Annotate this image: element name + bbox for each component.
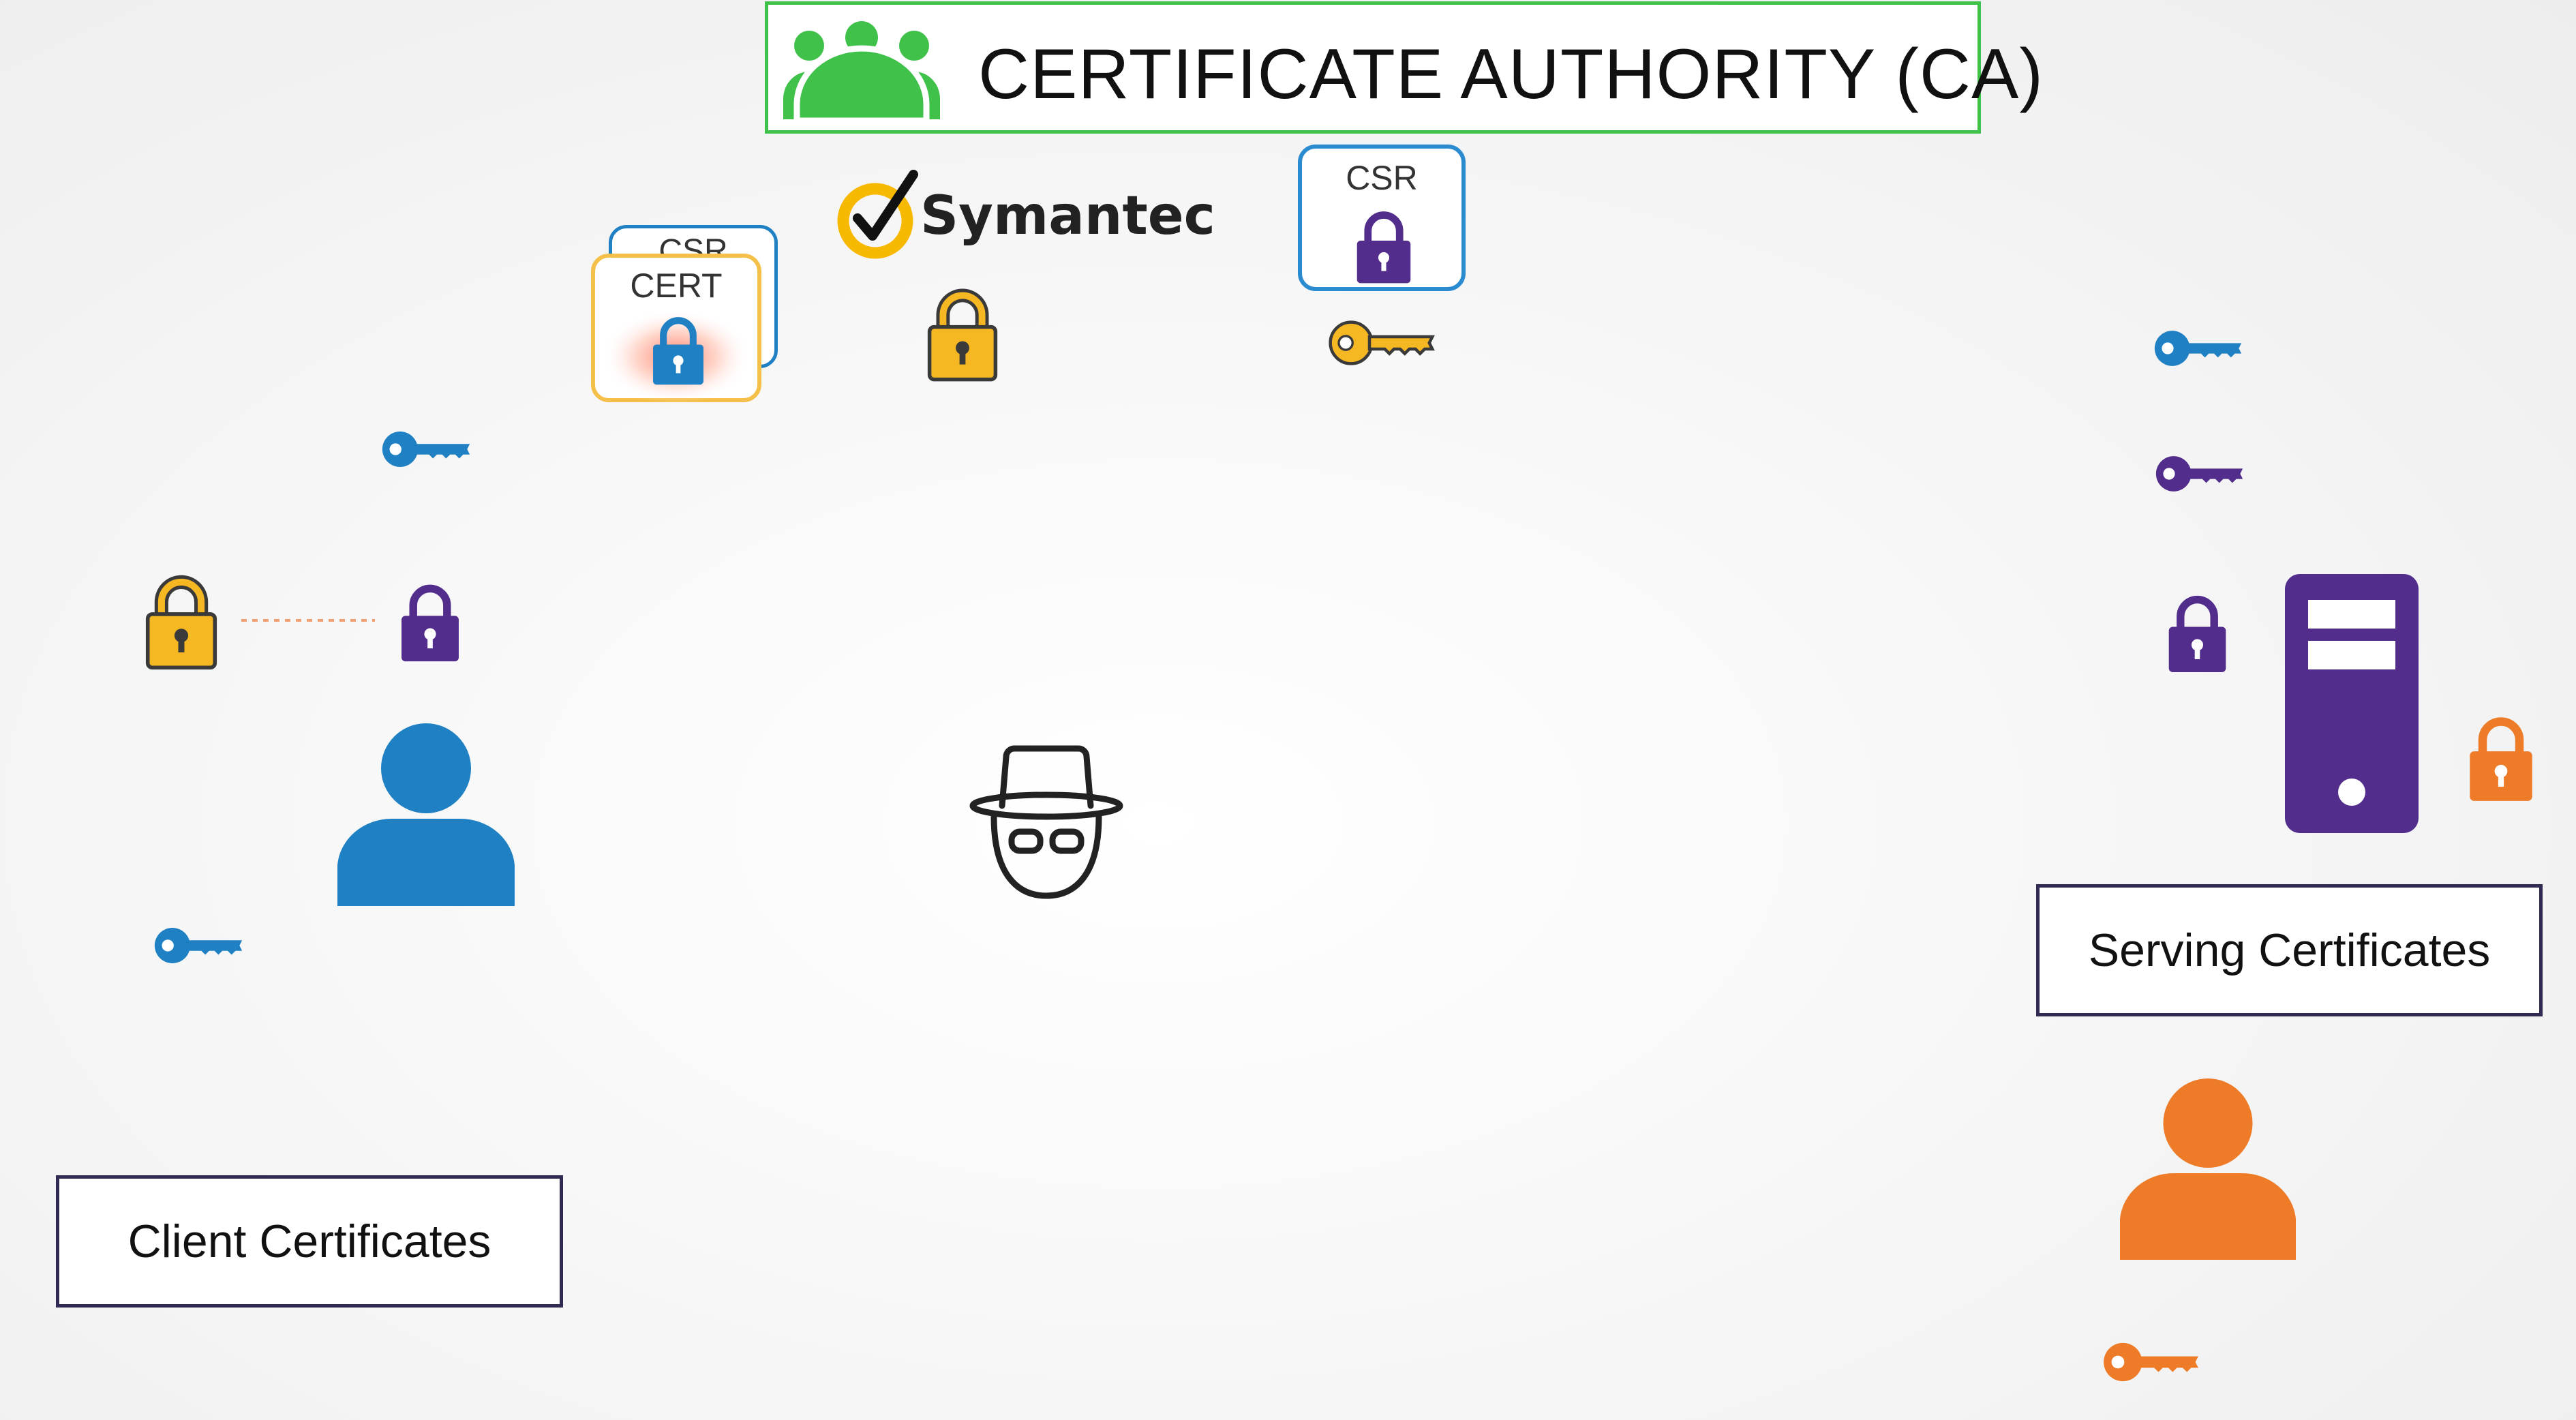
lock-icon: [397, 579, 463, 664]
vendor-name: Symantec: [920, 185, 1215, 247]
lock-icon: [925, 285, 1000, 382]
group-people-icon: [783, 21, 940, 121]
key-icon: [2153, 327, 2244, 369]
key-icon: [2154, 453, 2245, 495]
hacker-icon: [969, 745, 1123, 899]
client-certificates-label: Client Certificates: [56, 1175, 563, 1308]
key-icon: [2102, 1339, 2201, 1385]
lock-icon: [2165, 590, 2230, 675]
serving-certificates-label: Serving Certificates: [2036, 884, 2543, 1016]
cert-card: CERT: [591, 254, 761, 404]
key-icon: [153, 924, 245, 967]
csr-card-label: CSR: [1346, 159, 1418, 197]
lock-icon: [1353, 207, 1414, 286]
cert-card-label: CERT: [630, 267, 723, 305]
server-icon: [2285, 574, 2419, 833]
csr-card: CSR: [1298, 145, 1466, 291]
ca-title: CERTIFICATE AUTHORITY (CA): [978, 35, 2044, 114]
key-icon: [380, 428, 472, 470]
server-admin-user-icon: [2120, 1076, 2296, 1261]
checkmark-seal-icon: [837, 170, 918, 259]
lock-icon: [2466, 712, 2536, 804]
ca-banner: CERTIFICATE AUTHORITY (CA): [765, 1, 2043, 134]
key-icon: [1328, 318, 1436, 367]
connector-line: [241, 619, 375, 622]
client-user-icon: [337, 721, 515, 907]
lock-icon: [650, 312, 707, 387]
lock-icon: [143, 571, 219, 671]
